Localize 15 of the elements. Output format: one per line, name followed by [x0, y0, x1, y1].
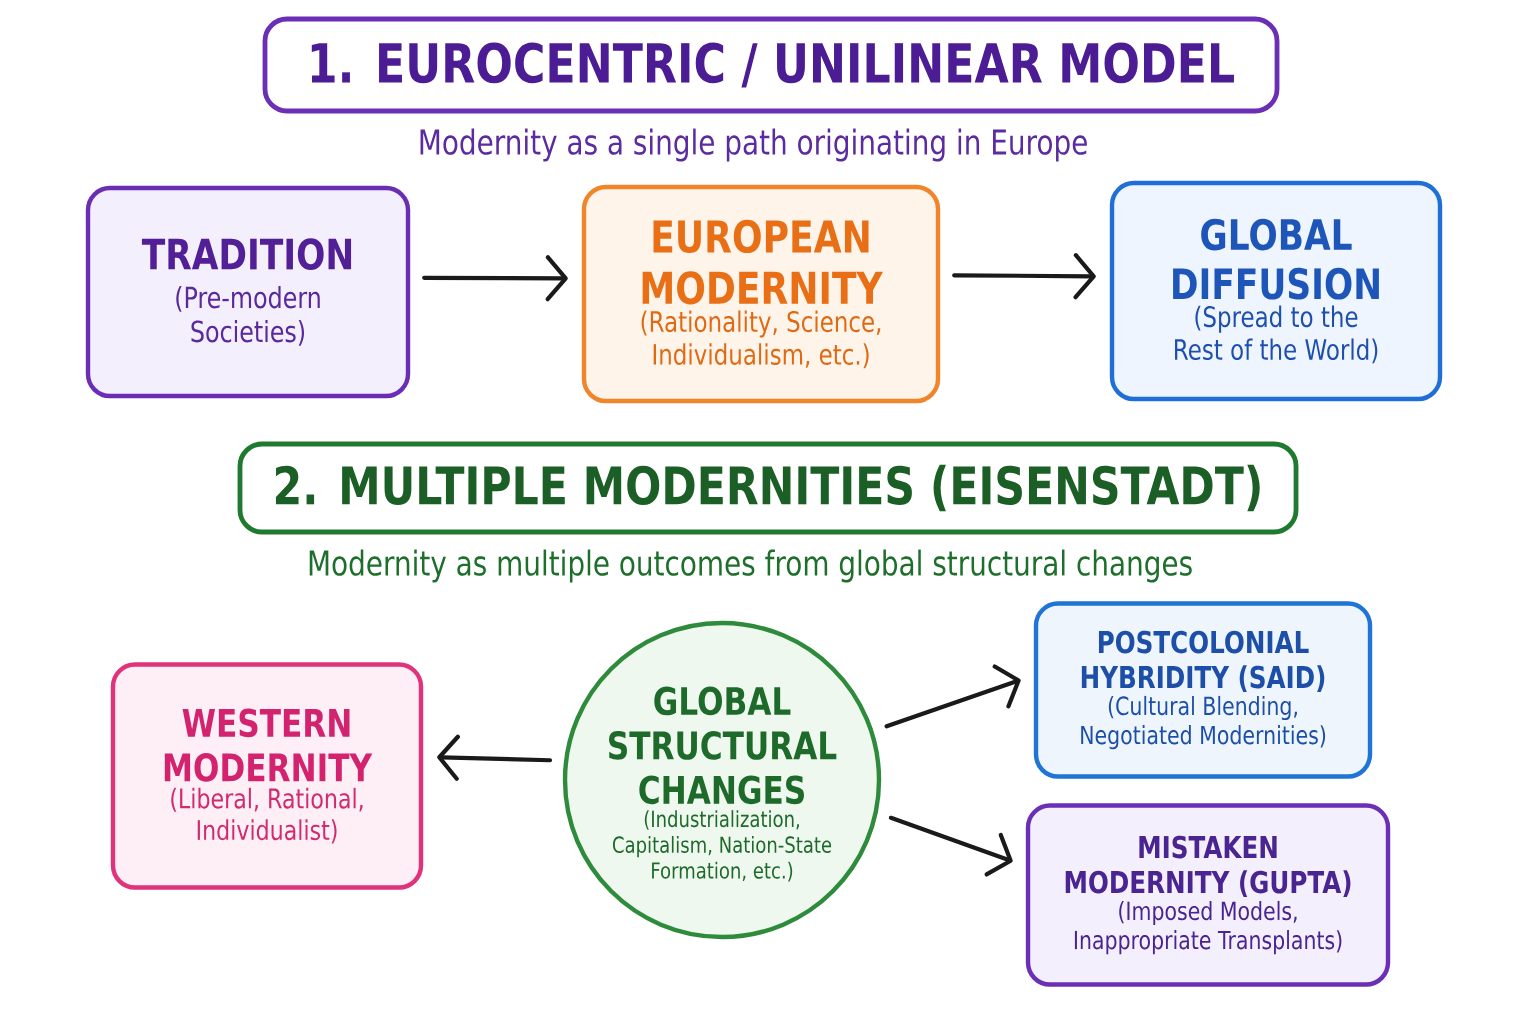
subtitle: Modernity as multiple outcomes from global structural changes: [309, 549, 1192, 583]
arrow: [952, 253, 1096, 300]
section-header: 2. MULTIPLE MODERNITIES (EISENSTADT): [237, 441, 1299, 535]
concept-box: POSTCOLONIAL HYBRIDITY (SAID) (Cultural Blending, Negotiated Modernities): [1033, 601, 1373, 779]
concept-box: GLOBAL DIFFUSION (Spread to the Rest of the World): [1109, 180, 1443, 402]
arrow: [884, 664, 1021, 729]
subtitle: Modernity as a single path originating in Europe: [420, 128, 1087, 162]
concept-box: WESTERN MODERNITY (Liberal, Rational, Individualist): [110, 662, 424, 890]
arrow: [437, 734, 553, 781]
arrow: [888, 815, 1013, 877]
concept-box: MISTAKEN MODERNITY (GUPTA) (Imposed Models, Inappropriate Transplants): [1025, 803, 1391, 987]
section-header: 1. EUROCENTRIC / UNILINEAR MODEL: [262, 16, 1280, 114]
concept-box: TRADITION (Pre-modern Societies): [85, 185, 411, 399]
arrow: [422, 255, 568, 302]
concept-box: EUROPEAN MODERNITY (Rationality, Science, Individualism, etc.): [581, 184, 941, 404]
